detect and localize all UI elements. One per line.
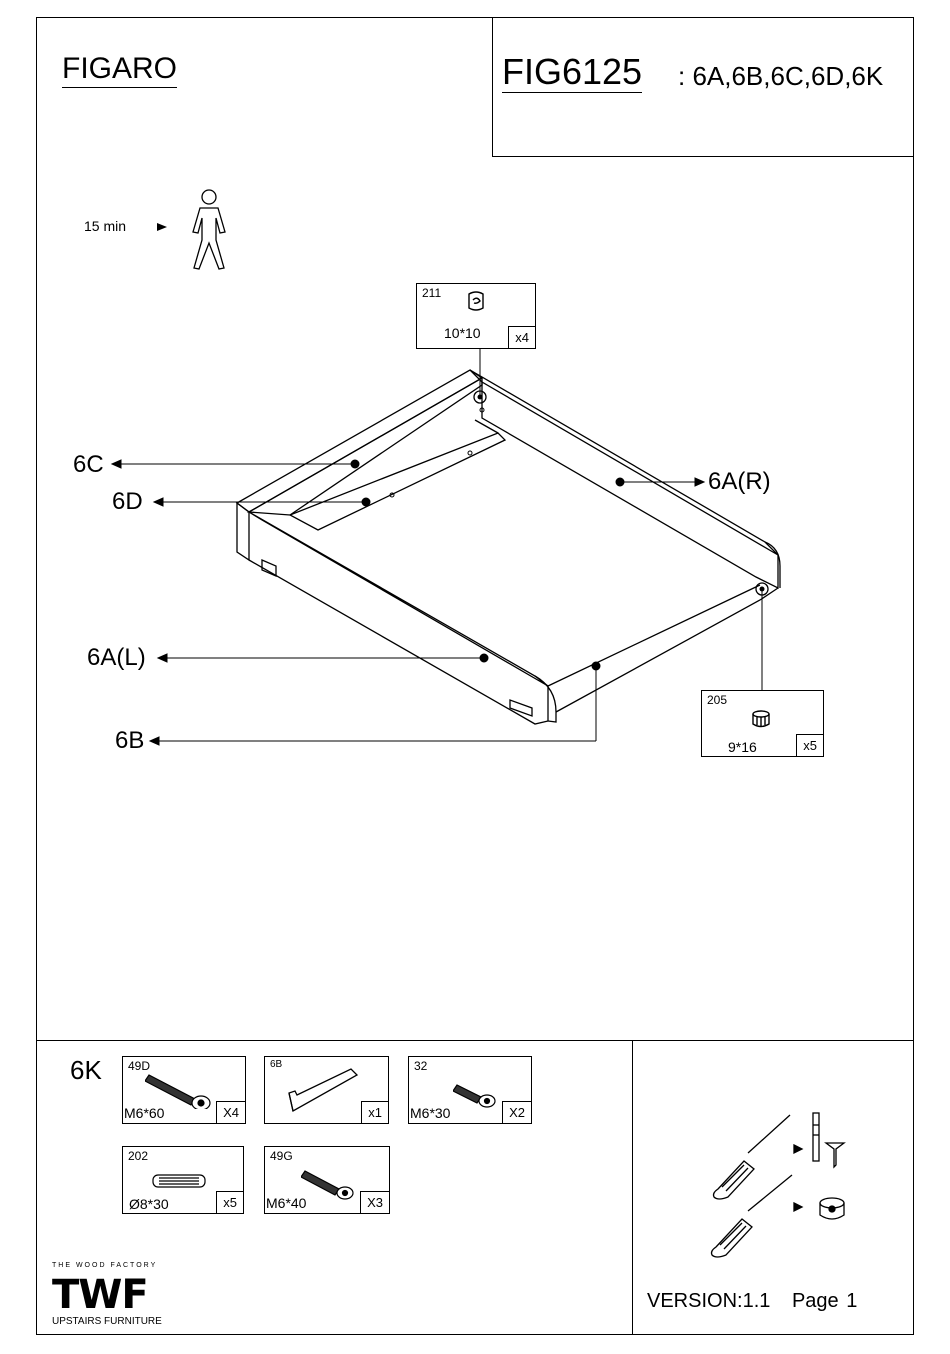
part-211-box: 211 10*10 x4 xyxy=(416,283,536,349)
bolt-icon xyxy=(145,1069,215,1109)
part-size: 10*10 xyxy=(444,325,481,341)
part-number: 32 xyxy=(414,1059,427,1073)
part-number: 202 xyxy=(128,1149,148,1163)
hardware-item-49G: 49G M6*40 X3 xyxy=(264,1146,390,1214)
part-size: Ø8*30 xyxy=(129,1196,169,1212)
part-number: 205 xyxy=(707,693,727,707)
part-205-box: 205 9*16 x5 xyxy=(701,690,824,757)
hardware-item-6B: 6B x1 xyxy=(264,1056,389,1124)
cam-lock-fitting-icon xyxy=(820,1198,844,1219)
part-qty: x4 xyxy=(508,326,535,348)
cam-nut-icon xyxy=(750,709,772,729)
flathead-screwdriver-icon xyxy=(712,1175,793,1257)
callout-6A-L: 6A(L) xyxy=(87,645,146,671)
version-info: VERSION:1.1 Page 1 xyxy=(647,1290,857,1313)
wooden-dowel-icon xyxy=(151,1171,211,1191)
logo-subtitle: UPSTAIRS FURNITURE xyxy=(52,1316,162,1327)
bolt-icon xyxy=(453,1079,503,1109)
part-number: 49G xyxy=(270,1149,293,1163)
part-number: 6B xyxy=(270,1059,282,1070)
part-size: M6*40 xyxy=(266,1195,306,1211)
callout-6C: 6C xyxy=(73,452,104,478)
tools-illustration xyxy=(700,1105,870,1265)
callout-6D: 6D xyxy=(112,489,143,515)
cam-lock-icon xyxy=(465,290,487,314)
allen-key-icon xyxy=(283,1061,363,1115)
part-qty: X3 xyxy=(360,1191,389,1213)
hardware-item-49D: 49D M6*60 X4 xyxy=(122,1056,246,1124)
part-size: M6*30 xyxy=(410,1105,450,1121)
assembly-drawing xyxy=(0,0,950,1040)
bolt-icon xyxy=(301,1165,359,1201)
logo-tagline: THE WOOD FACTORY xyxy=(52,1262,157,1269)
vertical-divider xyxy=(632,1040,633,1335)
part-size: M6*60 xyxy=(124,1105,164,1121)
bottom-divider xyxy=(36,1040,914,1041)
part-number: 211 xyxy=(422,286,441,300)
version-label: VERSION:1.1 xyxy=(647,1290,770,1312)
part-qty: x1 xyxy=(361,1101,388,1123)
screw-icon xyxy=(813,1113,844,1167)
logo-mark: TWF xyxy=(52,1272,148,1318)
callout-6A-R: 6A(R) xyxy=(708,469,771,495)
hardware-pack-label: 6K xyxy=(70,1055,102,1086)
part-size: 9*16 xyxy=(728,739,757,755)
part-qty: X2 xyxy=(502,1101,531,1123)
part-qty: X4 xyxy=(216,1101,245,1123)
callout-lines xyxy=(112,348,762,745)
part-qty: x5 xyxy=(216,1191,243,1213)
part-qty: x5 xyxy=(796,734,823,756)
hardware-item-202: 202 Ø8*30 x5 xyxy=(122,1146,244,1214)
hardware-item-32: 32 M6*30 X2 xyxy=(408,1056,532,1124)
page-number: Page 1 xyxy=(792,1290,857,1312)
callout-6B: 6B xyxy=(115,728,144,754)
frame-drawing xyxy=(237,370,780,724)
